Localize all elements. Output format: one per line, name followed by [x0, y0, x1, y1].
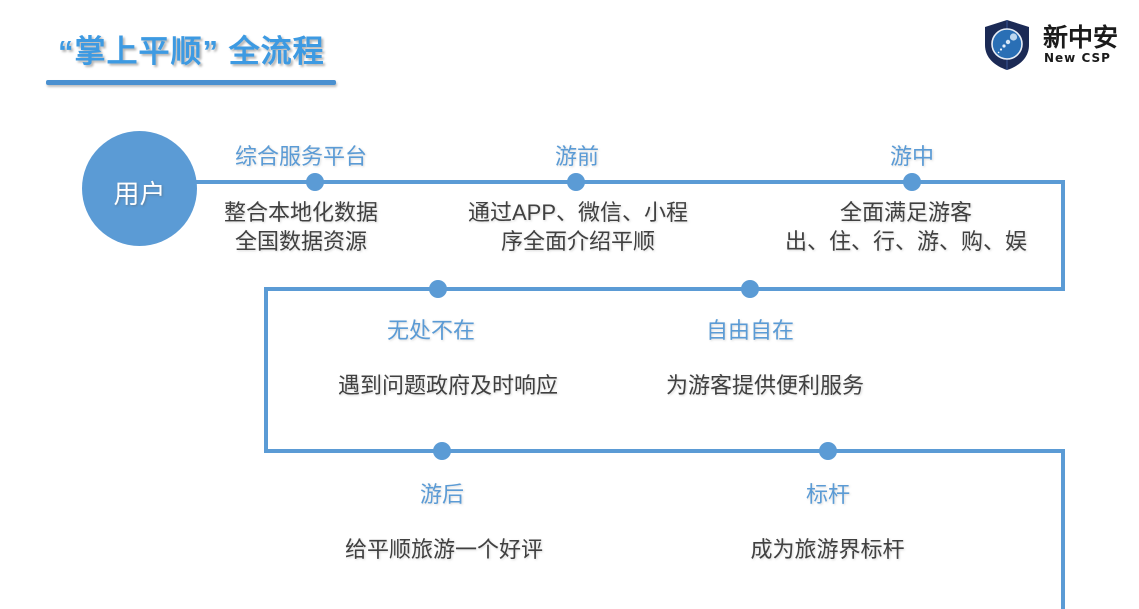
- flow-node-label-2: 游前: [554, 144, 599, 169]
- flow-start-node[interactable]: 用户: [82, 131, 197, 246]
- title-underline: [46, 80, 336, 85]
- flow-node-body-7: 成为旅游界标杆: [750, 537, 905, 562]
- connector-right-vertical-2: [1061, 449, 1065, 609]
- flow-node-label-6: 游后: [419, 482, 464, 507]
- flow-node-body-2: 通过APP、微信、小程 序全面介绍平顺: [467, 200, 689, 254]
- connector-right-vertical-1: [1061, 180, 1065, 291]
- flow-node-body-1: 整合本地化数据 全国数据资源: [223, 200, 378, 254]
- connector-row2-horizontal: [264, 287, 1065, 291]
- flow-node-body-6: 给平顺旅游一个好评: [344, 537, 543, 562]
- flow-node-label-1: 综合服务平台: [234, 144, 367, 169]
- page-title: “掌上平顺” 全流程: [58, 34, 325, 69]
- flow-node-body-4: 遇到问题政府及时响应: [337, 373, 558, 398]
- flow-node-label-5: 自由自在: [705, 318, 794, 343]
- flow-node-dot-4[interactable]: [429, 280, 447, 298]
- flow-node-dot-2[interactable]: [567, 173, 585, 191]
- flow-node-dot-5[interactable]: [741, 280, 759, 298]
- flow-node-label-3: 游中: [889, 144, 934, 169]
- logo-cn-text: 新中安: [1043, 23, 1118, 52]
- flow-node-dot-7[interactable]: [819, 442, 837, 460]
- flow-node-dot-6[interactable]: [433, 442, 451, 460]
- flow-start-label: 用户: [113, 179, 166, 209]
- flow-node-body-3: 全面满足游客 出、住、行、游、购、娱: [784, 200, 1027, 254]
- flow-node-dot-1[interactable]: [306, 173, 324, 191]
- flow-node-label-4: 无处不在: [386, 318, 475, 343]
- flow-node-dot-3[interactable]: [903, 173, 921, 191]
- flow-node-label-7: 标杆: [805, 482, 850, 507]
- connector-row1-horizontal: [195, 180, 1065, 184]
- connector-left-vertical: [264, 287, 268, 453]
- logo-shield-icon: 新中安 New CSP: [985, 20, 1118, 70]
- flow-node-body-5: 为游客提供便利服务: [665, 373, 864, 398]
- logo-en-text: New CSP: [1044, 51, 1111, 65]
- brand-logo: 新中安 New CSP: [981, 18, 1131, 72]
- connector-row3-horizontal: [264, 449, 1065, 453]
